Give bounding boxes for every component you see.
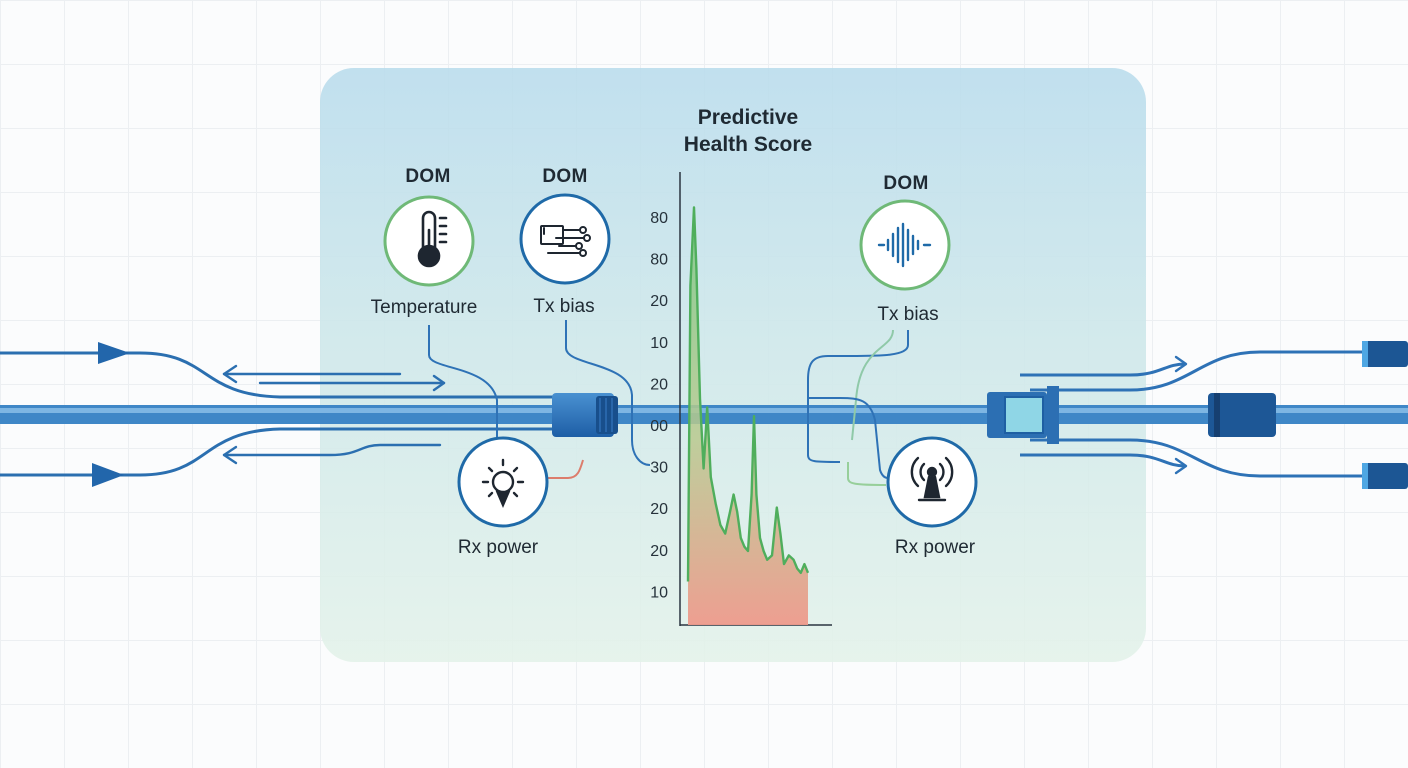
bidirectional-arrows-left (222, 364, 446, 465)
right-transceiver-module (987, 386, 1276, 444)
arrow-right-icon (98, 342, 130, 364)
rx-power-sensor-icon (457, 436, 549, 528)
circuit-icon (540, 225, 591, 257)
left-input-fiber-top (0, 351, 555, 399)
light-bulb-icon (481, 458, 525, 509)
right-splitter-fibers (1020, 350, 1370, 478)
dom-header-temperature: DOM (405, 166, 451, 187)
chart-title: Predictive Health Score (683, 106, 813, 156)
rx-power-label: Rx power (457, 537, 539, 558)
tx-bias-sensor-icon (519, 193, 611, 285)
temperature-sensor-icon (383, 195, 475, 287)
tx-bias-label: Tx bias (533, 296, 595, 317)
temperature-label: Temperature (370, 297, 478, 318)
dom-header-tx-bias-right: DOM (883, 173, 929, 194)
rx-power-right-label: Rx power (894, 537, 976, 558)
y-tick-label: 20 (650, 543, 668, 560)
left-transceiver-connector (552, 393, 618, 437)
y-tick-label: 80 (650, 210, 668, 227)
health-score-chart: 80 80 20 10 20 00 30 20 20 10 (650, 172, 832, 626)
dom-header-tx-bias: DOM (542, 166, 588, 187)
health-score-trend-line (686, 206, 810, 582)
left-input-fiber-bottom (0, 427, 555, 477)
arrow-right-icon (92, 463, 124, 487)
tx-bias-right-label: Tx bias (877, 304, 939, 325)
y-tick-label: 10 (650, 335, 668, 352)
main-fiber-cable (0, 405, 1408, 424)
waveform-icon (877, 222, 932, 268)
y-tick-label: 20 (650, 501, 668, 518)
output-fiber-connectors (1362, 341, 1408, 489)
thermometer-icon (417, 210, 448, 268)
y-tick-label: 20 (650, 293, 668, 310)
sensor-leader-lines (428, 320, 909, 486)
y-tick-labels: 80 80 20 10 20 00 30 20 20 10 (650, 210, 668, 601)
right-output-arrows (1174, 355, 1188, 475)
y-tick-label: 30 (650, 460, 668, 477)
tx-bias-right-sensor-icon (859, 199, 951, 291)
y-tick-label: 20 (650, 376, 668, 393)
antenna-icon (910, 456, 954, 502)
y-tick-label: 00 (650, 418, 668, 435)
y-tick-label: 80 (650, 252, 668, 269)
rx-power-right-sensor-icon (886, 436, 978, 528)
y-tick-label: 10 (650, 584, 668, 601)
